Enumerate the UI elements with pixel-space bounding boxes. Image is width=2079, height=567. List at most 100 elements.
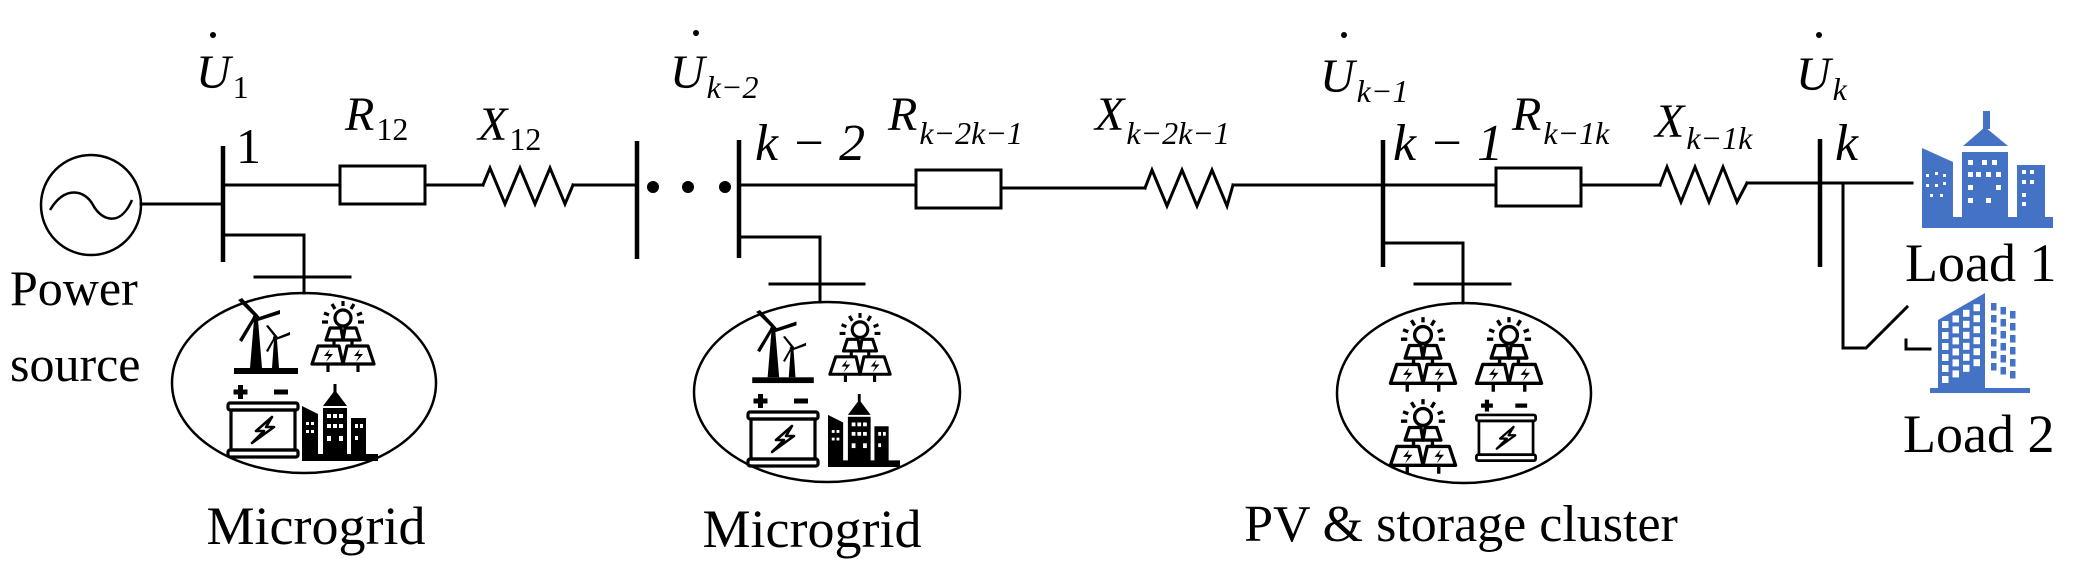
office-building-icon [1930, 293, 2030, 393]
node-label-k-1: k − 1 [1393, 115, 1503, 172]
reactance-Xk-2k-1 [1143, 165, 1235, 211]
window [1963, 309, 1970, 317]
voltage-label-bus-k-1: Uk−1 [1320, 50, 1408, 109]
node-label-1: 1 [236, 118, 261, 174]
line-k-1-k: Rk−1k Xk−1k [1381, 88, 1914, 208]
window [2000, 307, 2006, 315]
power-source: Power source [10, 153, 225, 392]
battery-icon [746, 392, 820, 468]
resistor-Rk-1k [1494, 166, 1583, 208]
window [1963, 353, 1970, 361]
voltage-symbol: U [196, 46, 234, 99]
node-label-k: k [1835, 115, 1859, 172]
battery-icon [1474, 398, 1538, 463]
solar-panel-icon [828, 311, 892, 384]
cluster-boundary [1335, 301, 1593, 485]
solar-panel-icon [1388, 397, 1458, 476]
window [1973, 326, 1980, 334]
load-2-label: Load 2 [1903, 404, 2054, 464]
window [2000, 331, 2006, 339]
node-label-k-2: k − 2 [755, 115, 865, 172]
voltage-subscript: 1 [233, 69, 249, 105]
load-1-label: Load 1 [1905, 233, 2056, 293]
svg-text:U1: U1 [196, 46, 249, 105]
ellipsis-dot [682, 181, 694, 193]
cluster-label: Microgrid [207, 496, 426, 556]
load-1: Load 1 [1905, 111, 2056, 293]
city-buildings-icon [828, 394, 900, 467]
voltage-label-bus-k: Uk [1796, 48, 1848, 107]
window [1952, 337, 1959, 345]
load-2: Load 2 [1841, 181, 2054, 464]
power-source-label-line1: Power [10, 260, 138, 316]
bus-k: Uk k [1796, 32, 1859, 267]
window [1963, 331, 1970, 339]
window [2000, 367, 2006, 375]
window [1942, 321, 1949, 328]
window [2010, 323, 2016, 331]
window [1963, 364, 1970, 372]
window [2000, 355, 2006, 363]
window [2010, 311, 2016, 319]
solar-panel-icon [1474, 315, 1544, 394]
sine-wave-icon [48, 191, 134, 220]
window [2000, 319, 2006, 327]
resistor-R12 [338, 164, 427, 206]
ac-generator-icon [39, 153, 143, 257]
window [2010, 371, 2016, 379]
window [1942, 376, 1949, 383]
bus-k-2: Uk−2 k − 2 [670, 30, 865, 258]
cluster-boundary [692, 300, 962, 484]
bus-k-1: Uk−1 k − 1 [1320, 32, 1503, 267]
reactance-label-Xk-2k-1: Xk−2k−1 [1093, 88, 1230, 151]
phasor-dot [1341, 32, 1347, 38]
window [1963, 320, 1970, 328]
window [1942, 332, 1949, 339]
cluster-label: PV & storage cluster [1244, 496, 1678, 553]
window [1991, 351, 1997, 359]
phasor-dot [693, 30, 699, 36]
window [1973, 359, 1980, 367]
window [1942, 343, 1949, 350]
voltage-label-bus-k-2: Uk−2 [670, 46, 758, 105]
resistance-label-R12: R12 [344, 88, 408, 147]
microgrid-1: Microgrid [170, 233, 438, 556]
window [1952, 326, 1959, 334]
ellipsis-dot [647, 181, 659, 193]
cluster-boundary [170, 291, 438, 475]
pv-storage-cluster: PV & storage cluster [1244, 241, 1678, 553]
switch-open [1841, 181, 1910, 350]
resistor-Rk-2k-1 [914, 168, 1003, 210]
reactance-label-Xk-1k: Xk−1k [1653, 95, 1753, 156]
reactance-X12 [481, 164, 575, 208]
window [1973, 337, 1980, 345]
window [1952, 370, 1959, 378]
solar-panel-icon [1388, 315, 1458, 394]
window [1973, 304, 1980, 312]
resistance-label-Rk-1k: Rk−1k [1511, 88, 1610, 151]
window [1991, 315, 1997, 323]
voltage-label-bus-1: U1 [196, 32, 249, 105]
cluster-label: Microgrid [703, 499, 922, 559]
reactance-Xk-1k [1658, 162, 1750, 207]
line-1-2: R12 X12 [221, 88, 639, 208]
window [1942, 354, 1949, 361]
microgrid-2: Microgrid [692, 235, 962, 559]
window [1963, 342, 1970, 350]
battery-icon [226, 383, 300, 459]
city-buildings-icon [302, 384, 378, 461]
reactance-label-X12: X12 [476, 98, 541, 157]
window [1952, 315, 1959, 323]
window [1942, 365, 1949, 372]
window [2010, 359, 2016, 367]
window [1991, 303, 1997, 311]
window [1991, 327, 1997, 335]
window [1973, 348, 1980, 356]
phasor-dot [1816, 32, 1822, 38]
line-k-2-k-1: Rk−2k−1 Xk−2k−1 [737, 88, 1385, 211]
city-buildings-icon [1922, 111, 2053, 228]
wind-turbine-icon [752, 310, 814, 384]
window [2000, 343, 2006, 351]
resistance-label-Rk-2k-1: Rk−2k−1 [887, 88, 1023, 151]
wind-turbine-icon [234, 298, 298, 374]
